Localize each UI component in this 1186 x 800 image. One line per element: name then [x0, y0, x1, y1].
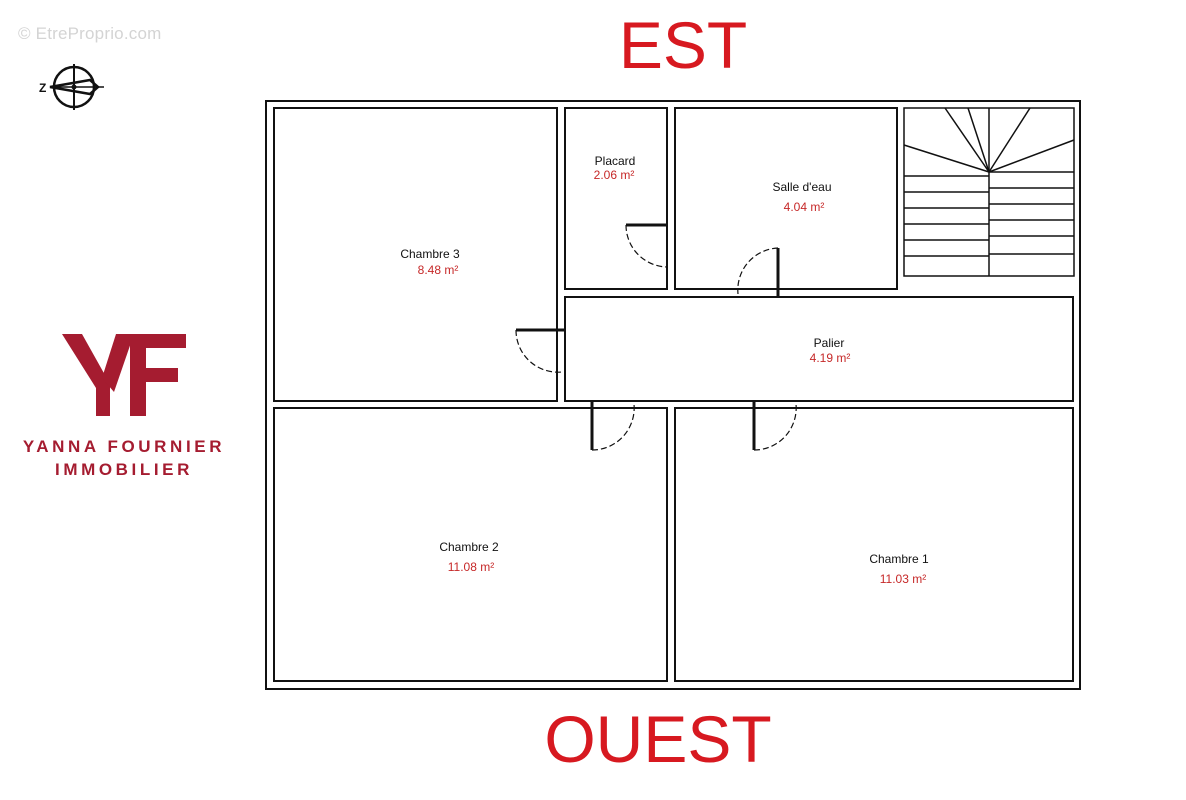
room-placard: [564, 107, 668, 290]
room-area-chambre1: 11.03 m²: [880, 572, 926, 586]
room-chambre3: [273, 107, 558, 402]
door-placard: [625, 223, 669, 268]
brand-name-line2: IMMOBILIER: [55, 460, 193, 479]
orientation-east-label: EST: [618, 8, 748, 82]
svg-text:Z: Z: [39, 81, 46, 95]
room-name-chambre1: Chambre 1: [869, 552, 929, 566]
room-name-chambre2: Chambre 2: [439, 540, 499, 554]
room-area-placard: 2.06 m²: [594, 168, 635, 182]
room-name-salle-eau: Salle d'eau: [772, 180, 831, 194]
room-name-placard: Placard: [595, 154, 636, 168]
brand-name-line1: YANNA FOURNIER: [22, 437, 226, 456]
room-area-chambre3: 8.48 m²: [418, 263, 459, 277]
compass-icon: Z: [39, 64, 104, 110]
door-chambre1: [752, 402, 797, 451]
room-area-salle-eau: 4.04 m²: [784, 200, 825, 214]
brand-logo: [62, 334, 186, 416]
room-area-palier: 4.19 m²: [810, 351, 851, 365]
outer-wall: [265, 100, 1081, 690]
door-salle-eau: [737, 247, 780, 296]
orientation-west-label: OUEST: [544, 702, 772, 776]
room-chambre1: [674, 407, 1074, 682]
room-palier: [564, 296, 1074, 402]
room-name-chambre3: Chambre 3: [400, 247, 460, 261]
room-salle-eau: [674, 107, 898, 290]
staircase: [903, 107, 1075, 277]
room-area-chambre2: 11.08 m²: [448, 560, 494, 574]
watermark: © EtreProprio.com: [18, 24, 162, 43]
room-name-palier: Palier: [814, 336, 845, 350]
door-chambre2: [590, 402, 635, 451]
room-chambre2: [273, 407, 668, 682]
door-chambre3: [515, 328, 564, 373]
